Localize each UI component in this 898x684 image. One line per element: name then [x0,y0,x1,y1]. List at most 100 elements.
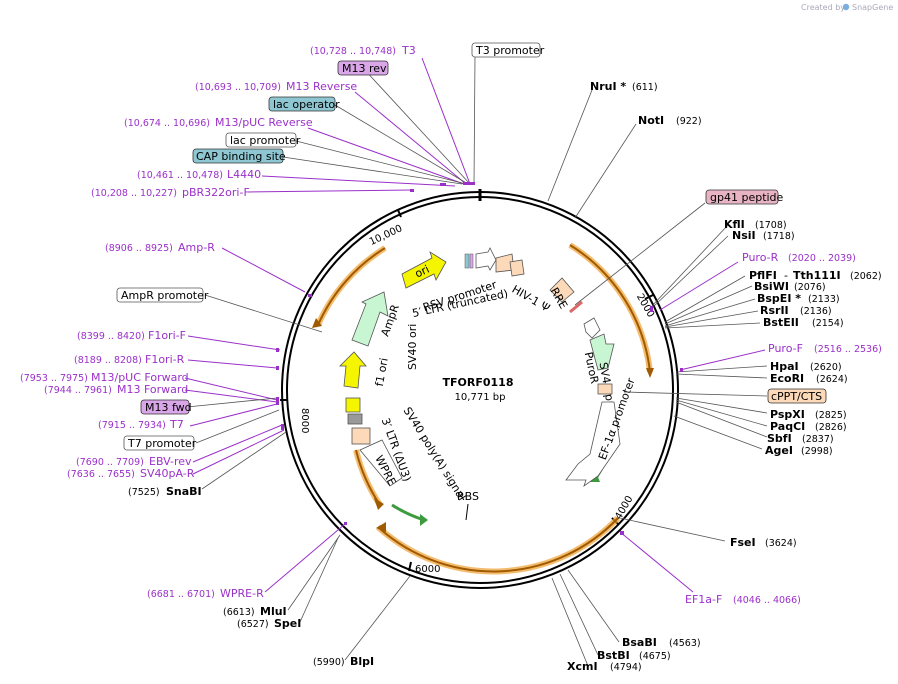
gp41-box[interactable] [705,189,779,205]
primer-m13reverse[interactable]: M13 Reverse [286,80,357,93]
m13fwd-box[interactable] [140,399,190,415]
feature-f1ori[interactable] [339,351,367,389]
t3-promoter-label: T3 promoter [475,44,545,57]
primer-wprer[interactable]: WPRE-R [220,587,264,600]
primer-l4440[interactable]: L4440 [227,168,261,181]
feature-ori[interactable]: ori [401,251,447,289]
primer-f1orif[interactable]: F1ori-F [148,329,186,342]
enzyme-pos-nsii: (1718) [763,231,795,242]
orf-arc-line [377,517,619,573]
arrowhead-icon [312,318,322,328]
plasmid-name: TFORF0118 [443,376,514,389]
primer-puror[interactable]: Puro-R [742,251,779,264]
feature-gp41-bar[interactable] [569,300,583,314]
tick-6000: 6000 [415,564,440,575]
enzyme-pspxi[interactable]: PspXI [770,408,805,421]
primer-pbr322[interactable]: pBR322ori-F [182,186,250,199]
enzyme-pos-spei: (6527) [237,619,269,630]
enzyme-bsteii[interactable]: BstEII [763,316,799,329]
primer-m13pucfwd[interactable]: M13/pUC Forward [91,371,189,384]
cppt-box[interactable] [767,388,827,404]
plasmid-length: 10,771 bp [455,392,506,403]
rbs-line [465,503,469,521]
feature-rsv[interactable] [464,247,525,277]
primer-pos-purof: (2516 .. 2536) [814,344,882,355]
m13rev-box[interactable] [337,60,389,76]
feature-label-rbs: RBS [457,490,479,503]
enzyme-bspei[interactable]: BspEI * [757,292,801,305]
green-orf-arcs [391,444,614,522]
primer-t7[interactable]: T7 [169,418,184,431]
credit-text: Created by [801,3,845,12]
enzyme-rsrii[interactable]: RsrII [760,304,789,317]
enzyme-bsiwi[interactable]: BsiWI [754,280,789,293]
enzyme-pos-hpai: (2620) [810,362,842,373]
enzyme-blpi[interactable]: BlpI [350,655,374,668]
feature-ef1a[interactable] [565,401,621,488]
arrowhead-icon [420,514,428,526]
ampr-promoter-box[interactable] [116,287,204,303]
enzyme-tth111i[interactable]: Tth111I [793,269,841,282]
enzyme-pos-ecori: (2624) [816,374,848,385]
enzyme-spei[interactable]: SpeI [274,617,301,630]
enzyme-ecori[interactable]: EcoRI [770,372,804,385]
enzyme-paqci[interactable]: PaqCI [770,420,805,433]
primer-pos-t7: (7915 .. 7934) [98,420,166,431]
enzyme-mlui[interactable]: MluI [260,605,287,618]
enzyme-xcmi[interactable]: XcmI [567,660,598,673]
feature-puror[interactable] [589,333,615,371]
primer-m13pucrev[interactable]: M13/pUC Reverse [215,116,313,129]
arrowhead-icon [374,498,384,510]
primer-purof[interactable]: Puro-F [768,342,803,355]
primer-pos-wprer: (6681 .. 6701) [147,589,215,600]
enzyme-pos-rsrii: (2136) [800,306,832,317]
feature-label: ori [413,263,431,281]
feature-sv40ori-box[interactable] [345,397,361,413]
primer-ampr[interactable]: Amp-R [178,241,215,254]
lac-operator-label: lac operator [273,98,340,111]
feature-ltr3-box[interactable] [351,427,371,445]
feature-gray-box[interactable] [347,413,363,425]
t7-promoter-box[interactable] [123,435,195,451]
feature-label-hiv: HIV-1 Ψ [510,283,553,315]
enzyme-pflfi[interactable]: PflFI [749,269,777,282]
feature-cppt-box[interactable] [597,383,613,395]
feature-rre-box[interactable] [549,277,575,303]
orf-arc [375,515,621,575]
enzyme-pos-sbfi: (2837) [802,434,834,445]
enzyme-bsabi[interactable]: BsaBI [622,636,657,649]
cap-site-box[interactable] [192,148,284,164]
primer-ef1af[interactable]: EF1a-F [685,593,722,606]
enzyme-nrui[interactable]: NruI * [590,80,626,93]
primer-f1orir[interactable]: F1ori-R [145,353,185,366]
lac-operator-box[interactable] [268,96,336,112]
primer-pos-t3: (10,728 .. 10,748) [310,46,396,57]
primer-t3[interactable]: T3 [401,44,416,57]
enzyme-pos-snabi: (7525) [128,487,160,498]
primer-lines [184,57,766,593]
enzyme-nsii[interactable]: NsiI [732,229,756,242]
arrowhead-icon [646,368,654,378]
lac-promoter-box[interactable] [225,132,297,148]
feature-wpre[interactable] [359,439,403,487]
backbone-outer [281,191,679,589]
enzyme-bstbi[interactable]: BstBI [597,649,630,662]
feature-small-arrow[interactable] [583,317,601,339]
enzyme-pos-kfli: (1708) [755,220,787,231]
enzyme-fsei[interactable]: FseI [730,536,756,549]
primer-ebvrev[interactable]: EBV-rev [149,455,192,468]
primer-markers [276,182,683,535]
enzyme-noti[interactable]: NotI [638,114,664,127]
primer-m13fwd[interactable]: M13 Forward [117,383,188,396]
primer-sv40par[interactable]: SV40pA-R [140,467,195,480]
primer-pos-f1orir: (8189 .. 8208) [74,355,142,366]
t3-promoter-box[interactable] [471,42,541,58]
enzyme-sbfi[interactable]: SbfI [767,432,792,445]
enzyme-kfli[interactable]: KflI [724,218,745,231]
enzyme-agei[interactable]: AgeI [765,444,793,457]
enzyme-hpai[interactable]: HpaI [770,360,799,373]
enzyme-snabi[interactable]: SnaBI [166,485,202,498]
primer-pos-m13pucrev: (10,674 .. 10,696) [124,118,210,129]
enzyme-pos-blpi: (5990) [313,657,345,668]
feature-ampr[interactable] [351,291,389,347]
